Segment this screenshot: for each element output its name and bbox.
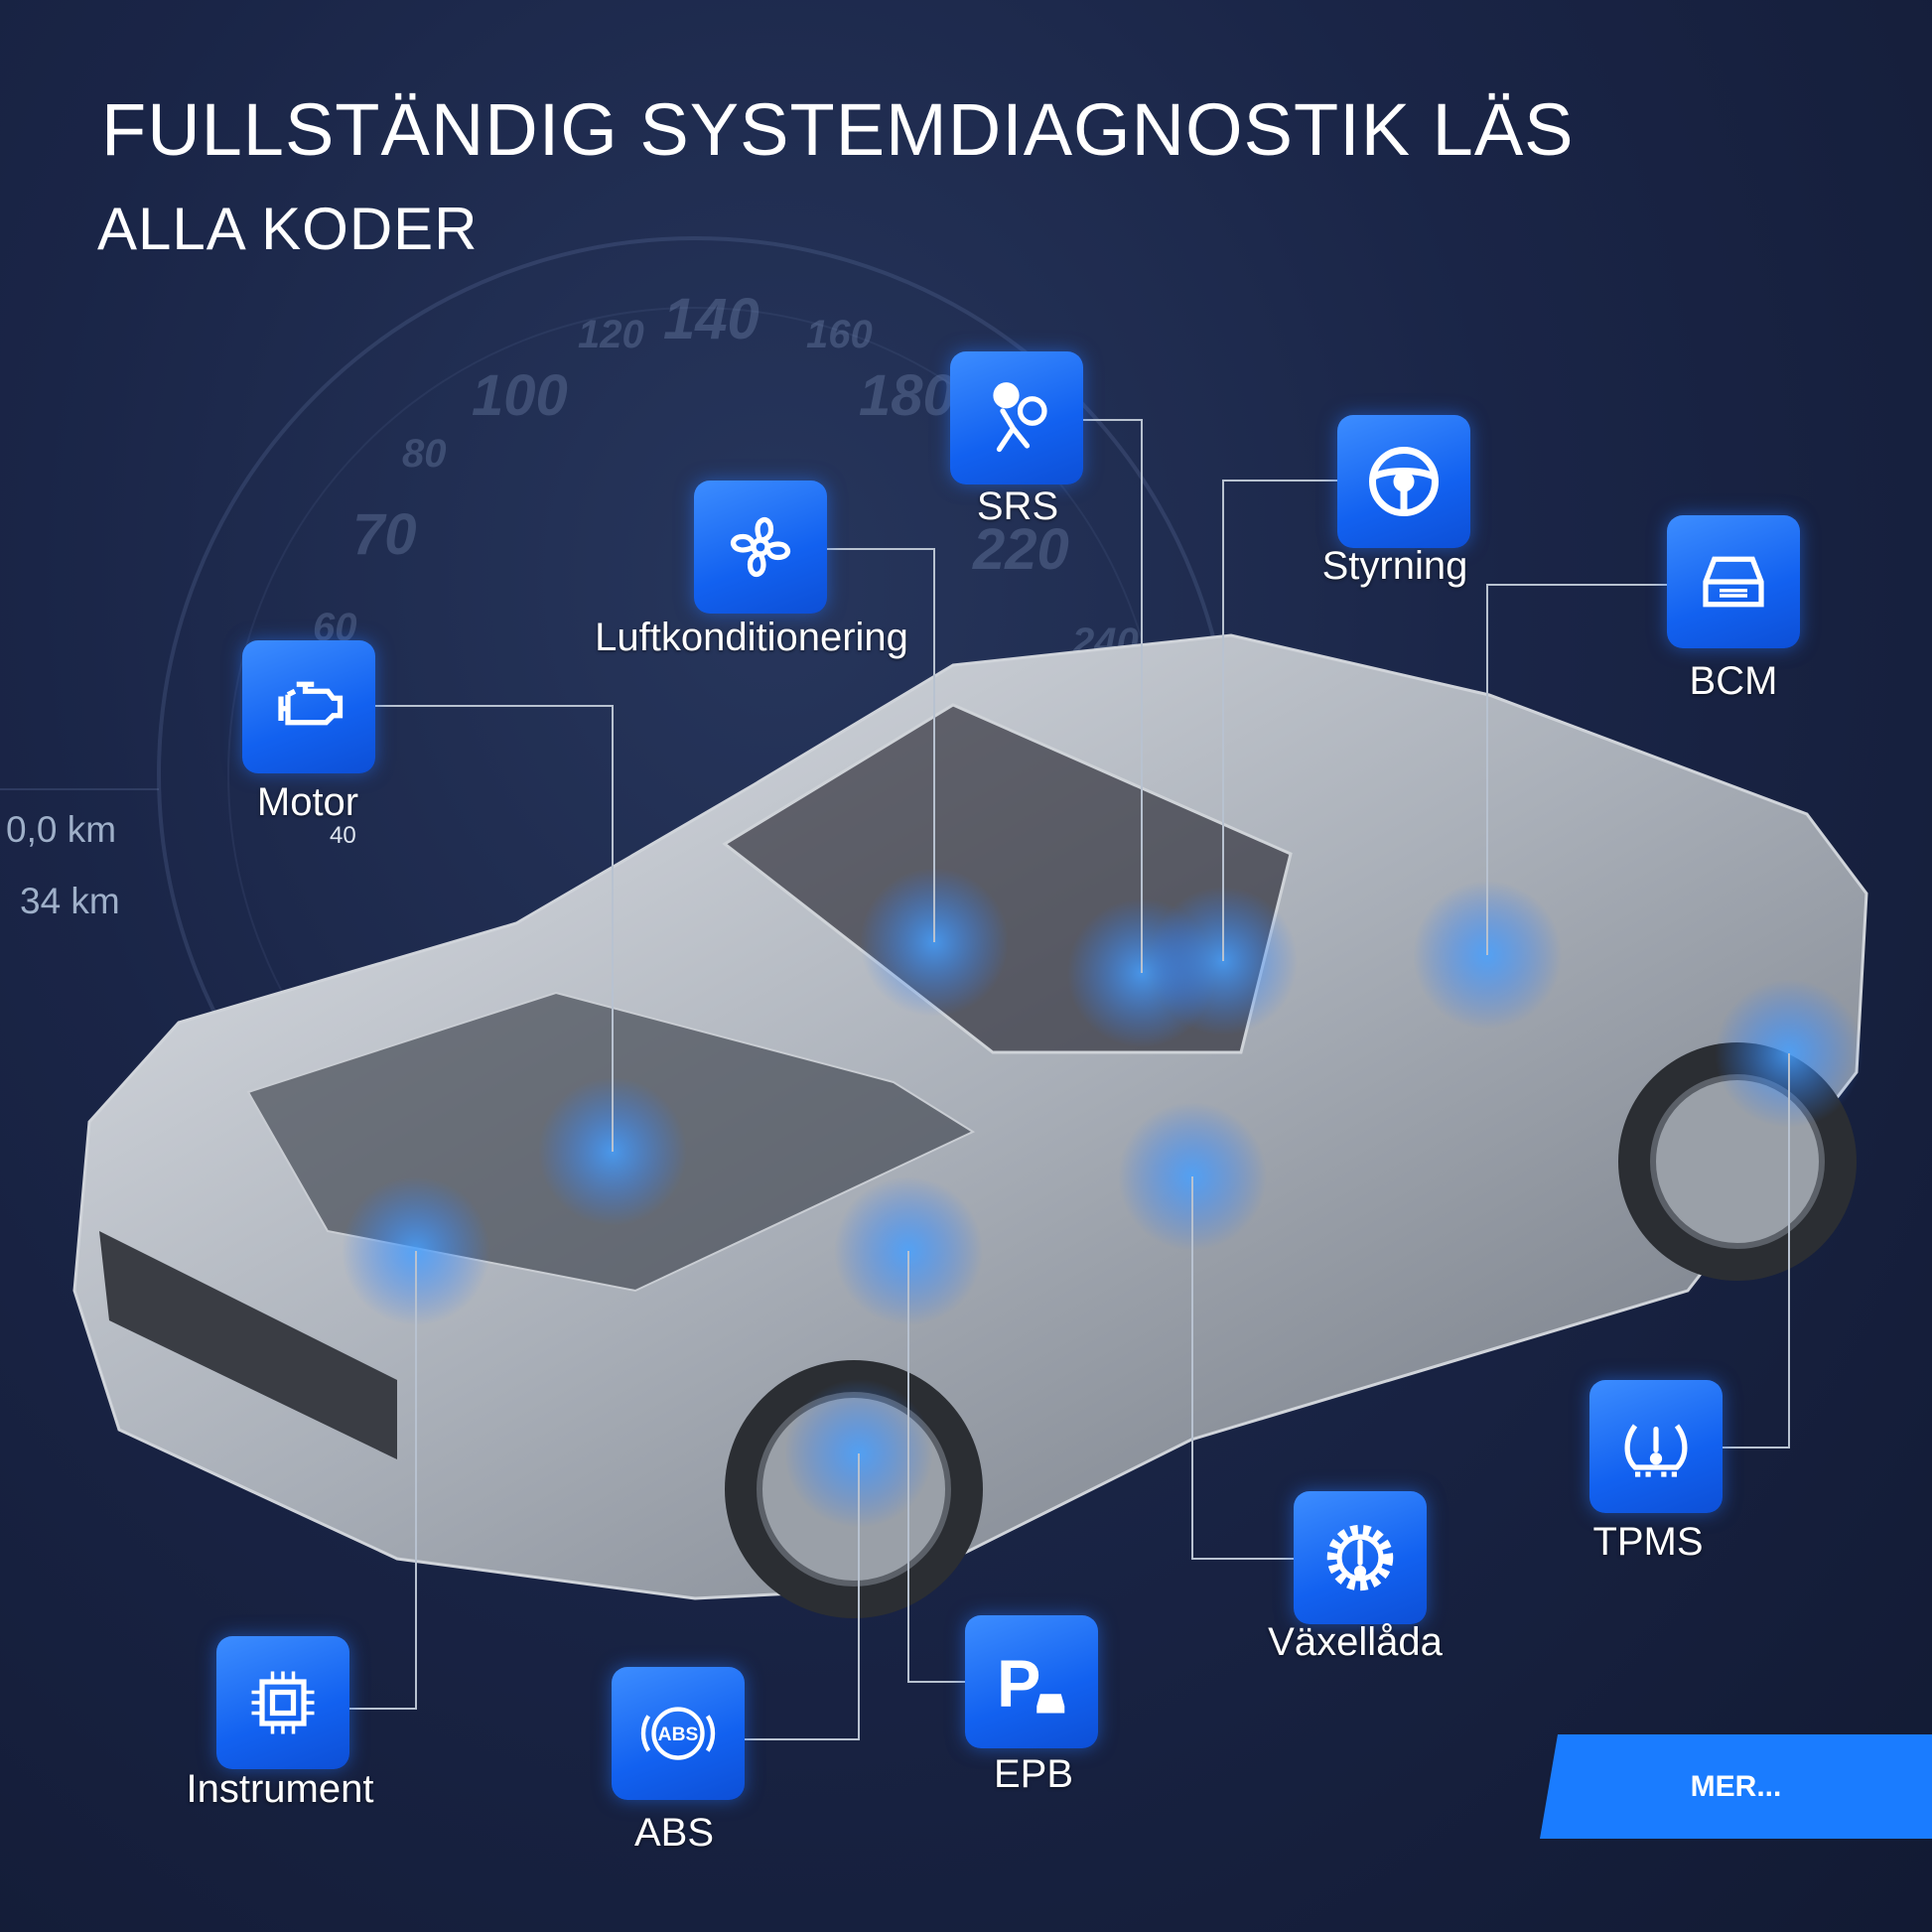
tire-pressure-icon (1624, 1424, 1688, 1477)
connector-line (743, 1453, 860, 1740)
connector-line (907, 1251, 965, 1683)
bcm-label: BCM (1689, 659, 1778, 703)
abs-module-button[interactable]: ABS (612, 1667, 745, 1800)
speedo-tick: 180 (859, 363, 955, 428)
gear-warning-icon (1326, 1524, 1394, 1591)
abs-icon: ABS (640, 1707, 716, 1760)
engine-icon (278, 681, 344, 726)
svg-text:ABS: ABS (658, 1725, 699, 1745)
car-body-icon (1703, 556, 1764, 608)
speedo-tick: 100 (472, 363, 568, 428)
tpms-label: TPMS (1592, 1520, 1704, 1564)
fan-icon (731, 517, 790, 577)
speedo-tick: 120 (578, 313, 644, 356)
odometer-range: 34 km (20, 881, 120, 921)
speedo-tick: 140 (663, 287, 759, 351)
speedo-tick: 80 (402, 432, 447, 476)
gearbox-label: Växellåda (1268, 1620, 1443, 1664)
gearbox-module-button[interactable] (1294, 1491, 1427, 1624)
connector-line (1722, 1053, 1790, 1449)
speedo-tick: 70 (352, 502, 417, 567)
ac-module-button[interactable] (694, 481, 827, 614)
connector-line (374, 705, 614, 1152)
car-body (72, 633, 1868, 1600)
connector-line (1191, 1176, 1294, 1560)
airbag-icon (993, 382, 1047, 453)
ac-label: Luftkonditionering (595, 616, 908, 659)
connector-line (1222, 480, 1337, 961)
page-subtitle: ALLA KODER (97, 196, 479, 262)
more-button[interactable]: MER... (1540, 1734, 1932, 1839)
motor-label: Motor (256, 780, 359, 824)
connector-line (348, 1251, 417, 1710)
grille (99, 1231, 397, 1459)
odometer-trip: 0,0 km (6, 809, 117, 850)
bcm-module-button[interactable] (1667, 515, 1800, 648)
chip-icon (251, 1671, 315, 1734)
parking-brake-icon: P (997, 1648, 1065, 1722)
gauge-value: 40 (330, 822, 356, 849)
epb-label: EPB (993, 1752, 1074, 1796)
page-title: FULLSTÄNDIG SYSTEMDIAGNOSTIK LÄS (101, 88, 1575, 171)
instrument-module-button[interactable] (216, 1636, 349, 1769)
epb-module-button[interactable]: P (965, 1615, 1098, 1748)
connector-line (1486, 584, 1667, 955)
srs-label: SRS (976, 484, 1059, 528)
steering-label: Styrning (1321, 544, 1468, 588)
steering-wheel-icon (1369, 447, 1439, 516)
tpms-module-button[interactable] (1589, 1380, 1723, 1513)
speedo-tick: 160 (806, 313, 873, 356)
srs-module-button[interactable] (950, 351, 1083, 484)
instrument-label: Instrument (186, 1767, 374, 1811)
speedo-tick: 220 (973, 517, 1069, 582)
connector-line (1082, 419, 1143, 973)
steering-module-button[interactable] (1337, 415, 1470, 548)
svg-text:P: P (997, 1648, 1040, 1722)
motor-module-button[interactable] (242, 640, 375, 773)
abs-label: ABS (633, 1811, 715, 1855)
connector-line (826, 548, 935, 942)
